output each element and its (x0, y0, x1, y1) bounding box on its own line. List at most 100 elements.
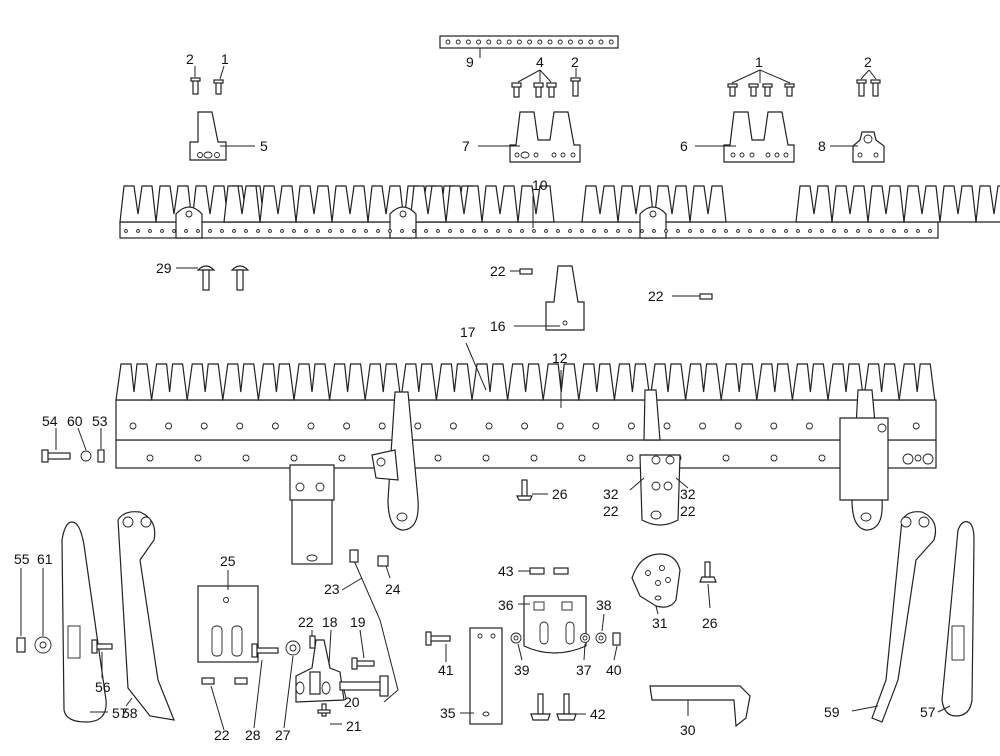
strip-hole (557, 39, 563, 45)
section-rivet (485, 422, 493, 430)
bar-hole (172, 229, 176, 233)
bar-hole (808, 229, 812, 233)
bar-bolt-hole (530, 454, 538, 462)
bar-hole (352, 229, 356, 233)
label-56: 56 (95, 679, 111, 695)
section-rivet (663, 422, 671, 430)
knife-section (649, 363, 687, 401)
bar-bolt-hole (290, 454, 298, 462)
label-29: 29 (156, 260, 172, 276)
knife-section (684, 363, 722, 401)
part-57-skid-right (937, 521, 975, 717)
label-22e: 22 (214, 727, 230, 743)
clip-hole (649, 210, 657, 218)
label-8: 8 (818, 138, 826, 154)
label-38: 38 (596, 597, 612, 613)
bar-hole (832, 229, 836, 233)
knife-head-arm-left (289, 391, 419, 565)
bar-hole (436, 229, 440, 233)
section-rivet (699, 422, 707, 430)
bar-hole (328, 229, 332, 233)
part-22-bolt-b (672, 293, 713, 300)
strip-hole (506, 39, 512, 45)
bar-bolt-hole (818, 454, 826, 462)
section-rivet (592, 422, 600, 430)
part-26-bolt-a (516, 479, 548, 501)
bar-hole (688, 229, 692, 233)
knife-section (115, 363, 153, 401)
clip-hole (185, 210, 193, 218)
bar-hole (928, 229, 932, 233)
bar-hole (568, 229, 572, 233)
finger-clip (175, 206, 203, 239)
bar-hole (556, 229, 560, 233)
bar-bolt-hole (626, 454, 634, 462)
section-rivet (627, 422, 635, 430)
strip-hole (598, 39, 604, 45)
knife-section (257, 363, 295, 401)
section-rivet (734, 422, 742, 430)
finger-clip (389, 206, 417, 239)
bar-hole (148, 229, 152, 233)
strip-hole (567, 39, 573, 45)
bar-hole (220, 229, 224, 233)
finger-tooth (939, 185, 977, 223)
bar-hole (544, 229, 548, 233)
part-36-bracket (518, 595, 587, 654)
label-40: 40 (606, 662, 622, 678)
part-18-clamp (295, 629, 345, 703)
bar-bolt-hole (194, 454, 202, 462)
bar-bolt-hole (914, 454, 922, 462)
bar-hole (520, 229, 524, 233)
bar-hole (796, 229, 800, 233)
label-57a: 57 (112, 705, 128, 721)
bar-hole (256, 229, 260, 233)
bar-hole (640, 229, 644, 233)
bar-hole (868, 229, 872, 233)
part-12-cutter-bar (115, 342, 937, 469)
bar-hole (124, 229, 128, 233)
label-36: 36 (498, 597, 514, 613)
bar-hole (508, 229, 512, 233)
label-5: 5 (260, 138, 268, 154)
finger-tooth (831, 185, 869, 223)
label-6: 6 (680, 138, 688, 154)
part-7-guard (478, 111, 581, 163)
bar-hole (472, 229, 476, 233)
label-2c: 2 (864, 54, 872, 70)
bar-hole (388, 229, 392, 233)
bar-hole (460, 229, 464, 233)
label-26a: 26 (552, 486, 568, 502)
section-rivet (236, 422, 244, 430)
bar-hole (496, 229, 500, 233)
section-rivet (271, 422, 279, 430)
bar-hole (340, 229, 344, 233)
part-32-22-callouts (629, 477, 689, 491)
label-26b: 26 (702, 615, 718, 631)
section-rivet (165, 422, 173, 430)
knife-section (471, 363, 509, 401)
bar-hole (292, 229, 296, 233)
section-rivet (521, 422, 529, 430)
part-54-60-53-hardware (41, 427, 105, 463)
bar-hole (304, 229, 308, 233)
knife-section (150, 363, 188, 401)
part-37-nut (580, 633, 590, 661)
strip-hole (608, 39, 614, 45)
bar-bolt-hole (242, 454, 250, 462)
part-20-pin (339, 675, 389, 699)
label-21: 21 (346, 718, 362, 734)
bar-hole (760, 229, 764, 233)
bar-hole (712, 229, 716, 233)
strip-hole (455, 39, 461, 45)
label-58: 58 (122, 705, 138, 721)
bar-hole (400, 229, 404, 233)
section-rivet (556, 422, 564, 430)
label-22f: 22 (298, 614, 314, 630)
part-31-plate (631, 553, 681, 615)
bar-hole (844, 229, 848, 233)
bar-hole (772, 229, 776, 233)
bar-hole (232, 229, 236, 233)
bar-bolt-hole (770, 454, 778, 462)
